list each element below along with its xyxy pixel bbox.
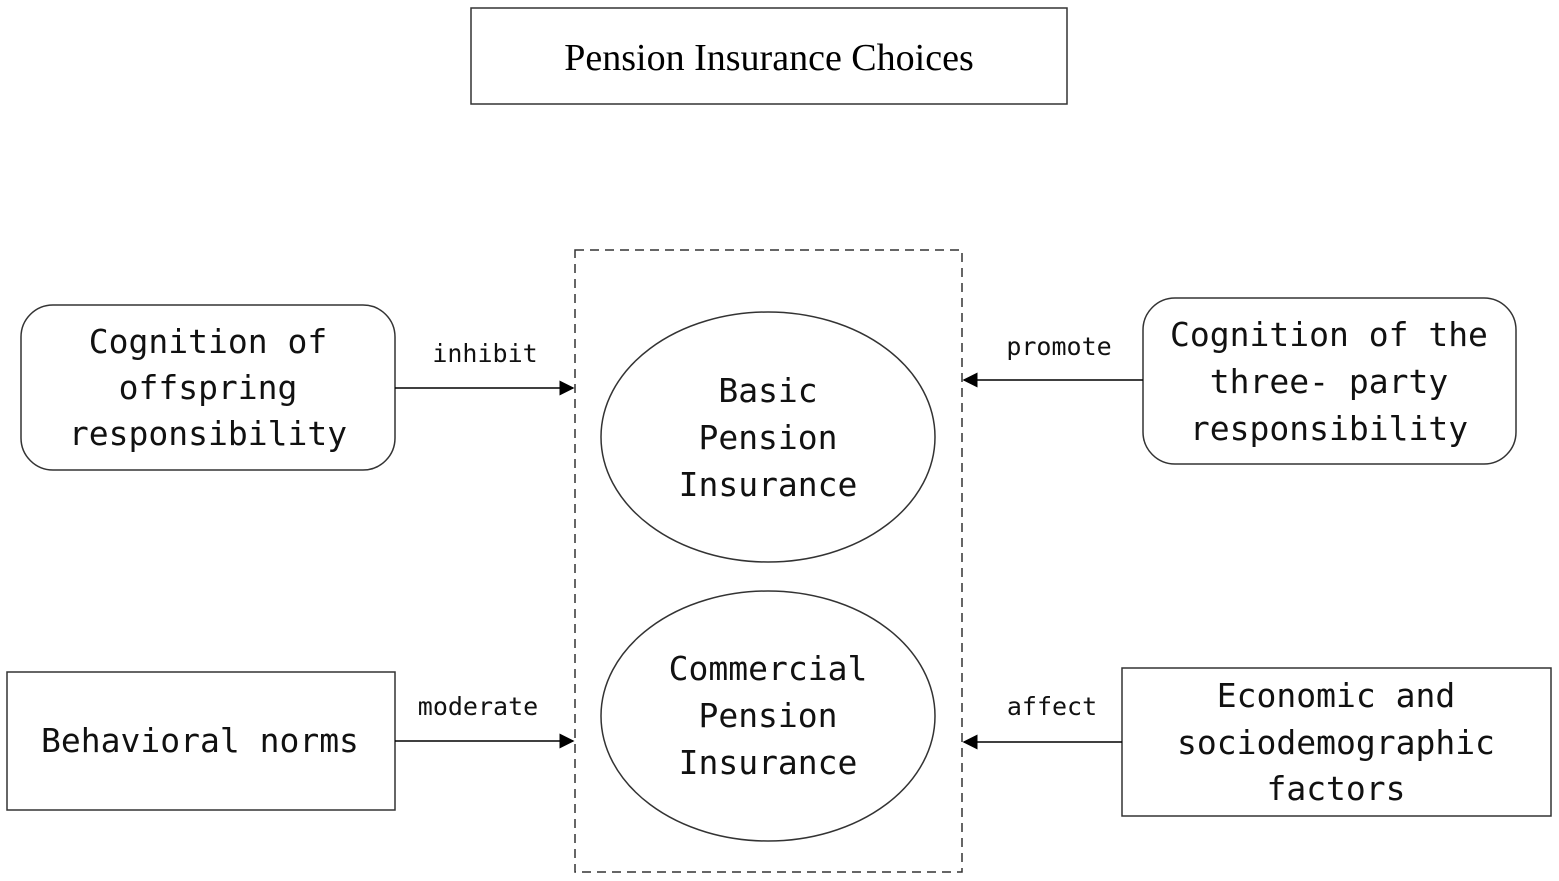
commercial-pension-label-line1: Commercial	[669, 649, 868, 688]
offspring-label-line3: responsibility	[69, 414, 347, 453]
three-party-label-line1: Cognition of the	[1170, 315, 1488, 354]
behavioral-norms-label: Behavioral norms	[41, 721, 359, 760]
commercial-pension-label-line2: Pension	[698, 696, 837, 735]
diagram-title: Pension Insurance Choices	[564, 37, 973, 79]
offspring-label-line1: Cognition of	[89, 322, 327, 361]
commercial-pension-label-line3: Insurance	[679, 743, 858, 782]
moderate-label: moderate	[418, 692, 538, 721]
basic-pension-label-line2: Pension	[698, 418, 837, 457]
basic-pension-node	[600, 311, 936, 563]
promote-label: promote	[1006, 332, 1111, 361]
three-party-label-line3: responsibility	[1190, 409, 1468, 448]
commercial-pension-node	[600, 590, 936, 842]
affect-label: affect	[1007, 692, 1097, 721]
insurance-types-group	[574, 249, 963, 873]
three-party-label-line2: three- party	[1210, 362, 1448, 401]
offspring-label-line2: offspring	[119, 368, 298, 407]
three-party-responsibility-node	[1142, 297, 1517, 465]
basic-pension-label-line1: Basic	[718, 371, 817, 410]
economic-label-line2: sociodemographic	[1177, 723, 1495, 762]
economic-label-line1: Economic and	[1217, 676, 1455, 715]
title-box	[470, 7, 1068, 105]
inhibit-label: inhibit	[432, 339, 537, 368]
basic-pension-label-line3: Insurance	[679, 465, 858, 504]
economic-label-line3: factors	[1266, 769, 1405, 808]
